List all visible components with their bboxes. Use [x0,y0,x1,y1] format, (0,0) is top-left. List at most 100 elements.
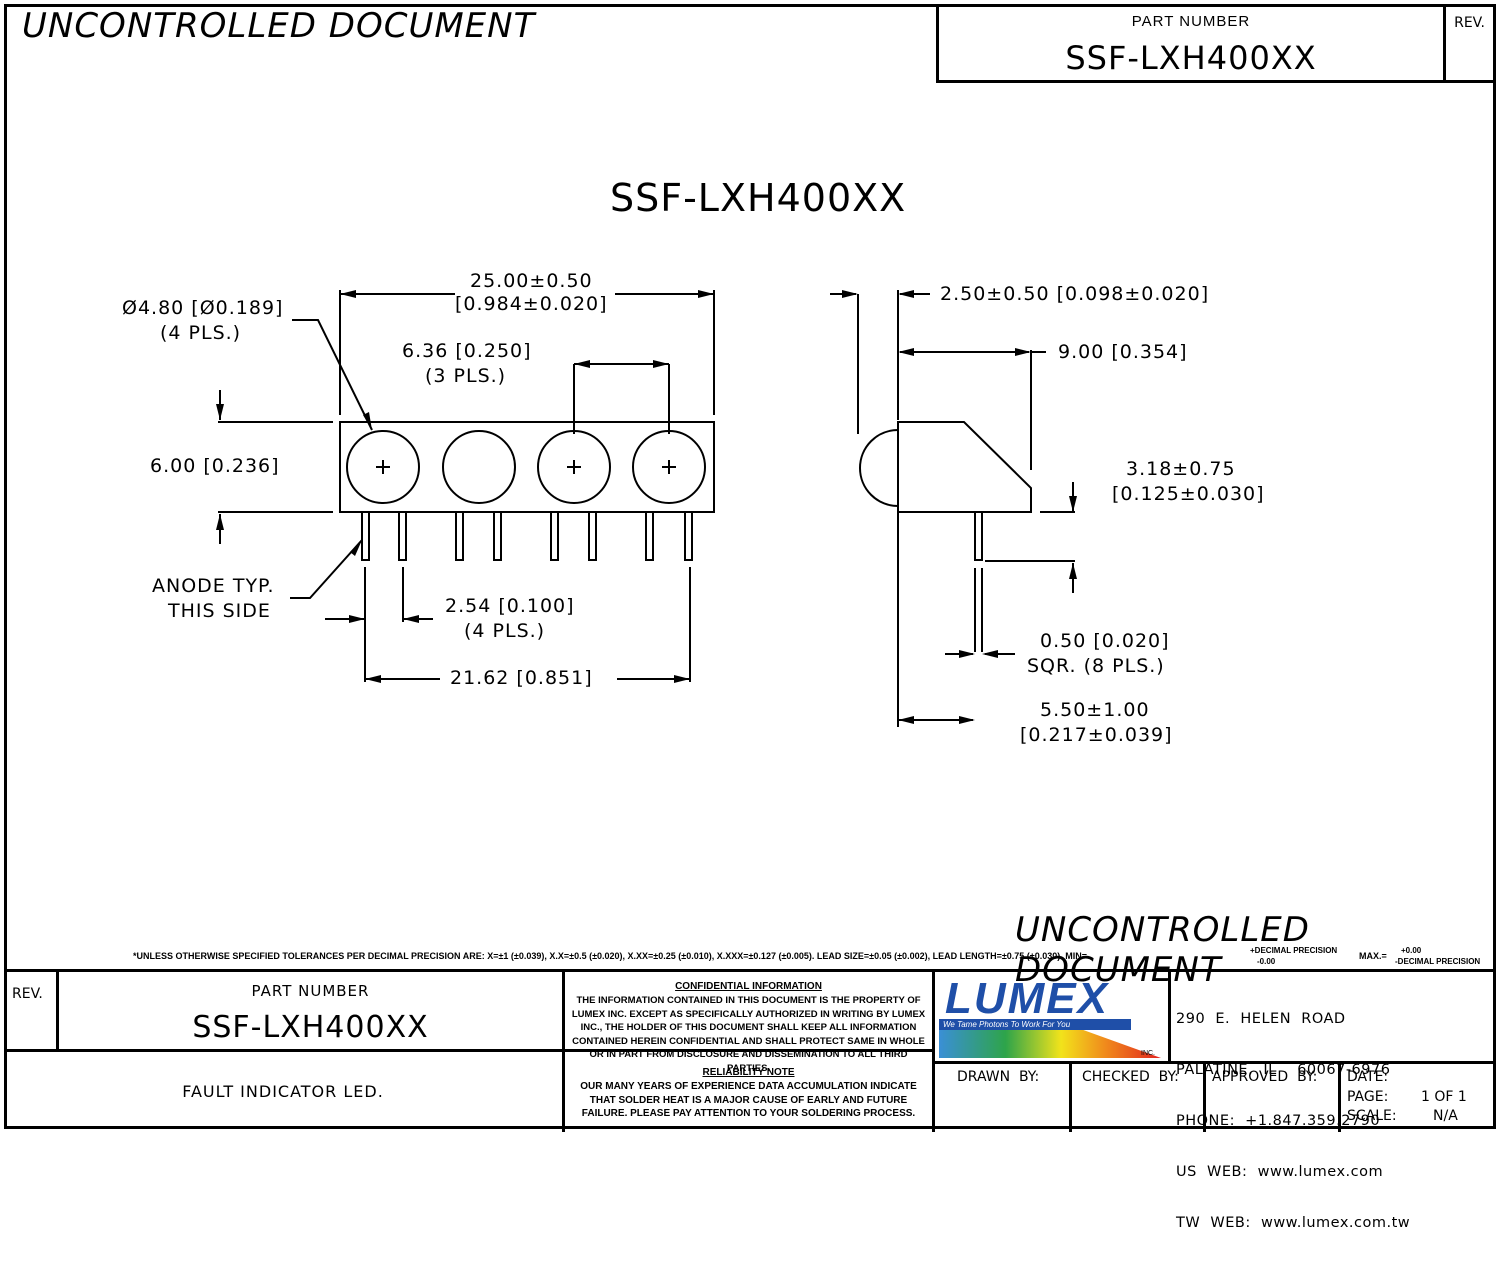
leader-anode [290,539,363,599]
anode-label-1: ANODE TYP. [152,575,275,597]
tb-part-number: SSF-LXH400XX [192,1010,429,1045]
dim-lead-size: 0.50 [0.020] [1040,630,1170,652]
tolerance-min-top: +DECIMAL PRECISION [1250,946,1338,955]
tb-part-label: PART NUMBER [251,982,370,1000]
dim-pitch-qty: (3 PLS.) [425,365,507,387]
address-line-2: PALATINE, IL 60067-6976 [1176,1062,1391,1078]
header-part-number-label: PART NUMBER [1131,13,1251,30]
lumex-logo-text: LUMEX [945,974,1109,1023]
side-housing [897,421,1032,513]
dim-depth: 9.00 [0.354] [1058,341,1188,363]
arrow-9 [349,615,365,623]
arrow-19 [959,650,975,658]
tb-description-cell: FAULT INDICATOR LED. [4,1052,565,1132]
arrow-16 [1015,348,1031,356]
drawn-by-label: DRAWN BY: [957,1069,1040,1085]
dim-lead-offset-in: [0.125±0.030] [1112,483,1265,505]
us-web-link[interactable]: US WEB: www.lumex.com [1176,1164,1384,1180]
lead-5 [550,511,559,561]
checked-by-label: CHECKED BY: [1082,1069,1179,1085]
page-label: PAGE: [1347,1089,1389,1105]
arrow-17 [1069,496,1077,512]
lead-2 [398,511,407,561]
dim-lens-protrusion: 2.50±0.50 [0.098±0.020] [940,283,1210,305]
header-rev-label: REV. [1454,15,1485,31]
header-part-number: SSF-LXH400XX [1065,39,1317,77]
dim-lead-offset: 3.18±0.75 [1126,458,1236,480]
arrow-14 [898,290,914,298]
scale-label: SCALE: [1347,1108,1397,1124]
tb-confidential-text: THE INFORMATION CONTAINED IN THIS DOCUME… [571,995,926,1074]
page-value: 1 OF 1 [1421,1089,1467,1105]
side-lens [859,429,899,507]
tb-reliability-cell: RELIABILITY NOTE OUR MANY YEARS OF EXPER… [565,1052,935,1132]
address-line-1: 290 E. HELEN ROAD [1176,1011,1346,1027]
tb-drawn-cell: DRAWN BY: [935,1064,1072,1132]
arrow-2 [698,290,714,298]
tb-confidential-cell: CONFIDENTIAL INFORMATION THE INFORMATION… [565,972,935,1074]
tb-rev-bottom-line [4,1049,59,1052]
arrow-6 [216,404,224,420]
arrow-7 [216,514,224,530]
tb-checked-cell: CHECKED BY: [1072,1064,1206,1132]
tb-approved-cell: APPROVED BY: [1206,1064,1341,1132]
tb-reliability-text: OUR MANY YEARS OF EXPERIENCE DATA ACCUMU… [580,1081,917,1119]
arrow-13 [842,290,858,298]
tolerance-max-bottom: -DECIMAL PRECISION [1395,957,1481,966]
side-lead-lower [974,568,983,652]
arrow-5 [363,412,372,430]
tolerance-max-top: +0.00 [1401,946,1422,955]
tb-rev-label: REV. [12,986,43,1002]
leader-lens [292,319,373,431]
anode-label-2: THIS SIDE [168,600,271,622]
lens-1 [346,430,420,504]
watermark-top: UNCONTROLLED DOCUMENT [22,6,536,46]
arrow-20 [982,650,998,658]
header-rev-box: REV. [1443,4,1496,83]
tb-date-cell: DATE: PAGE: 1 OF 1 SCALE: N/A [1341,1064,1496,1132]
dim-pitch: 6.36 [0.250] [402,340,532,362]
tolerance-min-bottom: -0.00 [1257,957,1276,966]
lumex-logo-inc: INC. [1141,1050,1155,1057]
dim-lead-pitch: 2.54 [0.100] [445,595,575,617]
dim-lens-dia: Ø4.80 [Ø0.189] [122,297,284,319]
scale-value: N/A [1433,1108,1458,1124]
lead-3 [455,511,464,561]
lead-8 [684,511,693,561]
lead-6 [588,511,597,561]
dim-lead-pitch-qty: (4 PLS.) [464,620,546,642]
tolerance-note: *UNLESS OTHERWISE SPECIFIED TOLERANCES P… [133,951,1087,961]
lens-2 [442,430,516,504]
arrow-12 [674,675,690,683]
arrow-3 [574,360,590,368]
header-part-number-box: PART NUMBER SSF-LXH400XX [936,4,1446,83]
arrow-15 [898,348,914,356]
arrow-4 [653,360,669,368]
dim-height: 6.00 [0.236] [150,455,280,477]
lead-1 [361,511,370,561]
tolerance-max-label: MAX.= [1359,951,1387,961]
tb-part-cell: PART NUMBER SSF-LXH400XX [59,972,565,1052]
dim-lead-length-in: [0.217±0.039] [1020,724,1173,746]
arrow-21 [898,716,914,724]
tb-confidential-title: CONFIDENTIAL INFORMATION [675,981,822,992]
arrow-18 [1069,563,1077,579]
tb-reliability-title: RELIABILITY NOTE [702,1067,795,1078]
arrow-8 [350,540,362,556]
plus-mark-3 [567,460,581,474]
dim-lead-length: 5.50±1.00 [1040,699,1150,721]
approved-by-label: APPROVED BY: [1212,1069,1318,1085]
side-lead-upper [974,512,983,561]
drawing-title: SSF-LXH400XX [610,176,907,220]
front-housing [339,421,715,513]
lead-7 [645,511,654,561]
lead-4 [493,511,502,561]
dim-overall-length: 25.00±0.50 [470,270,593,292]
tb-address-cell: 290 E. HELEN ROAD PALATINE, IL 60067-697… [1171,972,1496,1231]
dim-lens-dia-qty: (4 PLS.) [160,322,242,344]
led-drawing [216,290,1077,727]
dim-overall-length-in: [0.984±0.020] [455,293,608,315]
drawing-frame [4,4,1496,1129]
tw-web-link[interactable]: TW WEB: www.lumex.com.tw [1176,1215,1411,1231]
arrow-11 [365,675,381,683]
